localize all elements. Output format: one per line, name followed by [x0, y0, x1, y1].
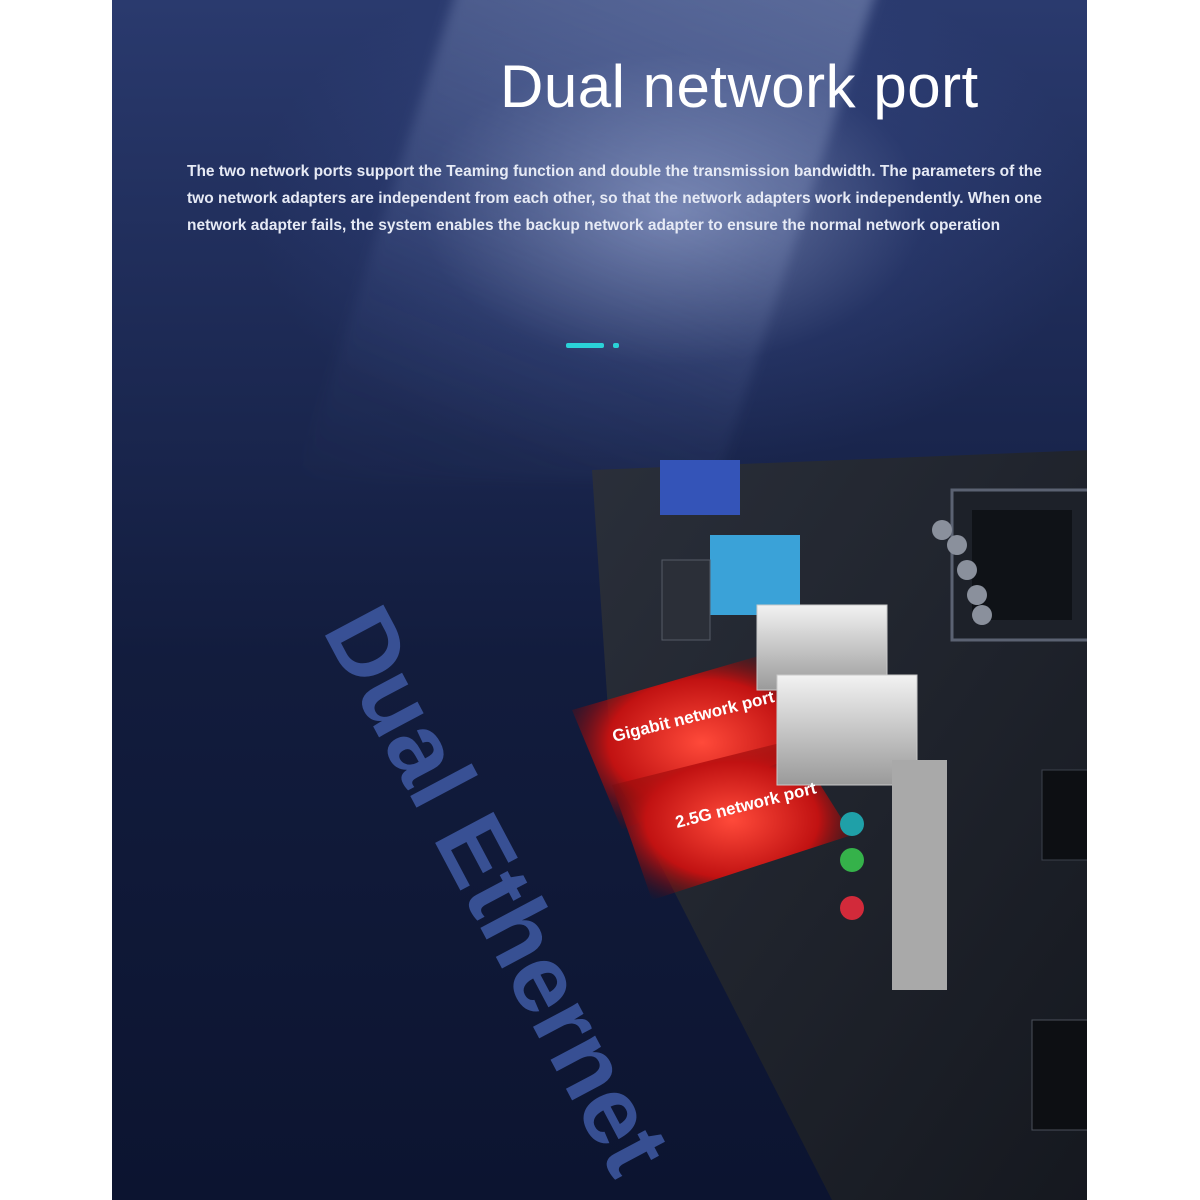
- audio-jack-red: [840, 896, 864, 920]
- product-image-panel: Dual network port The two network ports …: [112, 0, 1087, 1200]
- accent-line: [566, 343, 604, 348]
- cpu-socket-inner: [972, 510, 1072, 620]
- page-title: Dual network port: [500, 53, 979, 120]
- port-shield: [892, 760, 947, 990]
- description-text: The two network ports support the Teamin…: [187, 163, 1042, 234]
- display-port: [661, 559, 711, 641]
- m2-slot: [1041, 769, 1087, 861]
- audio-jack-blue: [840, 812, 864, 836]
- motherboard-illustration: Gigabit network port 2.5G network port: [572, 450, 1087, 1200]
- usb-port-blue: [660, 460, 740, 515]
- accent-dot: [613, 343, 619, 348]
- audio-jack-green: [840, 848, 864, 872]
- capacitors: [932, 520, 992, 625]
- chipset: [1031, 1019, 1087, 1131]
- vga-port-cyan: [710, 535, 800, 615]
